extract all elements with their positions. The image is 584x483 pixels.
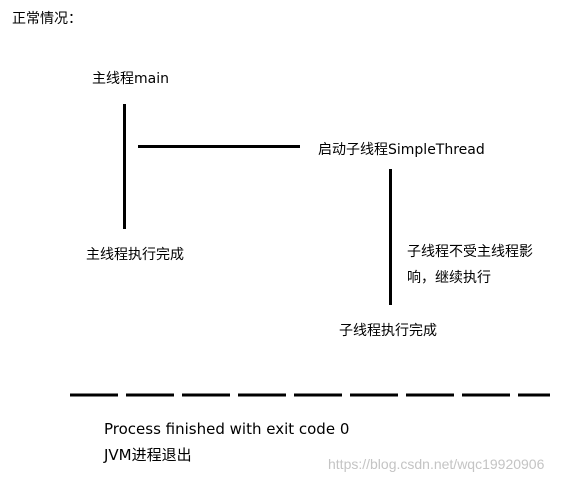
child-thread-finished-label: 子线程执行完成 <box>339 323 437 339</box>
start-child-thread-label: 启动子线程SimpleThread <box>318 142 485 158</box>
exit-code-message: Process finished with exit code 0 <box>104 420 350 438</box>
child-thread-note-line2: 响，继续执行 <box>407 270 491 286</box>
child-thread-note-line1: 子线程不受主线程影 <box>407 244 533 260</box>
jvm-exit-message: JVM进程退出 <box>104 446 192 464</box>
page-heading: 正常情况： <box>12 11 82 27</box>
main-thread-finished-label: 主线程执行完成 <box>86 247 184 263</box>
watermark: https://blog.csdn.net/wqc19920906 <box>328 456 545 472</box>
child-thread-lifeline <box>389 169 392 305</box>
main-thread-lifeline <box>123 104 126 229</box>
spawn-connector-line <box>138 145 300 148</box>
main-thread-label: 主线程main <box>92 71 169 87</box>
